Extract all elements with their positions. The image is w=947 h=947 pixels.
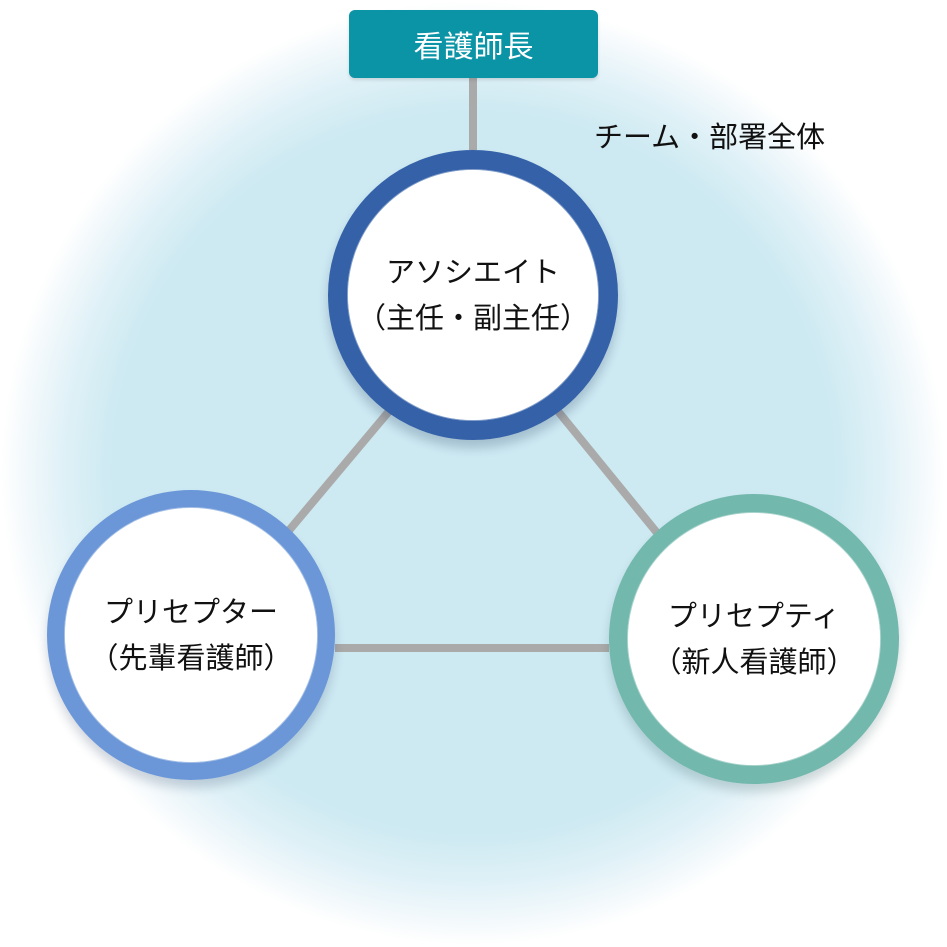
preceptee-title: プリセプティ [667, 599, 841, 633]
preceptor-title: プリセプター [103, 595, 278, 629]
head-nurse-box: 看護師長 [349, 10, 598, 78]
preceptor-node-center: プリセプター （先輩看護師） [65, 508, 317, 762]
preceptee-subtitle: （新人看護師） [652, 645, 856, 679]
preceptee-node: プリセプティ （新人看護師） [609, 494, 899, 784]
head-nurse-label: 看護師長 [413, 30, 534, 65]
team-scope-label: チーム・部署全体 [594, 120, 826, 154]
associate-to-preceptor-link [282, 407, 394, 537]
associate-to-preceptee-link [553, 407, 662, 537]
preceptor-node: プリセプター （先輩看護師） [47, 490, 335, 780]
associate-title: アソシエイト [385, 255, 560, 289]
associate-node-center: アソシエイト （主任・副主任） [348, 170, 598, 420]
associate-subtitle: （主任・副主任） [356, 301, 589, 335]
associate-node: アソシエイト （主任・副主任） [328, 150, 618, 440]
preceptor-subtitle: （先輩看護師） [89, 641, 293, 675]
preceptee-node-center: プリセプティ （新人看護師） [628, 513, 880, 765]
